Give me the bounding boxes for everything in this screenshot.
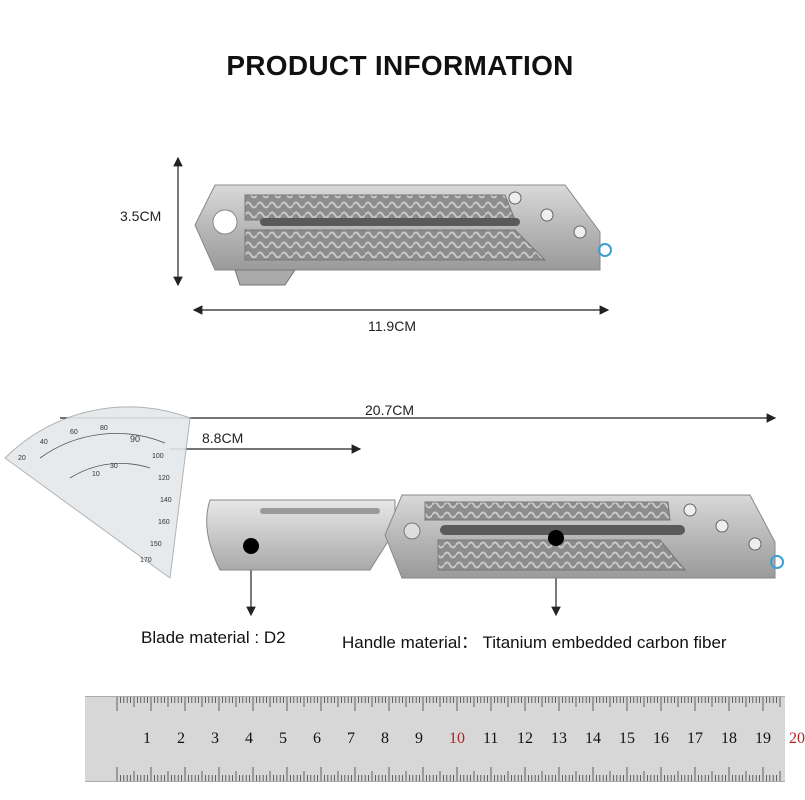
ruler-number: 16	[653, 730, 669, 747]
blade-pointer-dot	[243, 538, 259, 554]
svg-text:10: 10	[92, 471, 100, 478]
svg-text:100: 100	[152, 453, 164, 460]
svg-text:150: 150	[150, 541, 162, 548]
blade-material-label: Blade material : D2	[141, 628, 286, 647]
ruler-number: 19	[755, 730, 771, 747]
ruler-number: 17	[687, 730, 703, 747]
ruler-number: 1	[143, 730, 151, 747]
svg-text:160: 160	[158, 519, 170, 526]
protractor-image: 90 80 100 60 120 40 140 20 160 150 30 17…	[4, 406, 191, 579]
ruler-number: 2	[177, 730, 185, 747]
ruler-number: 13	[551, 730, 567, 747]
ruler-number: 20	[789, 730, 805, 747]
ruler-number: 9	[415, 730, 423, 747]
handle-material-label: Handle material： Titanium embedded carbo…	[342, 633, 727, 652]
svg-text:120: 120	[158, 475, 170, 482]
ruler-number: 14	[585, 730, 601, 747]
overall-length-label: 20.7CM	[365, 402, 415, 418]
ruler-number: 18	[721, 730, 737, 747]
ruler-number: 3	[211, 730, 219, 747]
ruler-number: 15	[619, 730, 635, 747]
ruler-ticks	[116, 697, 781, 781]
protractor-marks: 90 80 100 60 120 40 140 20 160 150 30 17…	[18, 425, 172, 564]
svg-text:170: 170	[140, 557, 152, 564]
ruler-number: 8	[381, 730, 389, 747]
ruler-number: 12	[517, 730, 533, 747]
closed-knife-image	[194, 184, 612, 286]
ruler-number: 11	[483, 730, 499, 747]
blade-length-label: 8.8CM	[202, 430, 244, 446]
length-label: 11.9CM	[368, 318, 416, 334]
height-label: 3.5CM	[120, 208, 162, 224]
open-knife-image	[206, 494, 784, 579]
ruler-number: 5	[279, 730, 287, 747]
svg-text:20: 20	[18, 455, 26, 462]
ruler-number: 10	[449, 730, 465, 747]
ruler-number: 7	[347, 730, 355, 747]
ruler-number: 4	[245, 730, 253, 747]
ruler-number: 6	[313, 730, 321, 747]
svg-text:30: 30	[110, 463, 118, 470]
page-title: PRODUCT INFORMATION	[226, 50, 574, 81]
svg-text:140: 140	[160, 497, 172, 504]
handle-pointer-dot	[548, 530, 564, 546]
svg-text:80: 80	[100, 425, 108, 432]
svg-text:40: 40	[40, 439, 48, 446]
svg-text:90: 90	[130, 434, 140, 444]
svg-text:60: 60	[70, 429, 78, 436]
